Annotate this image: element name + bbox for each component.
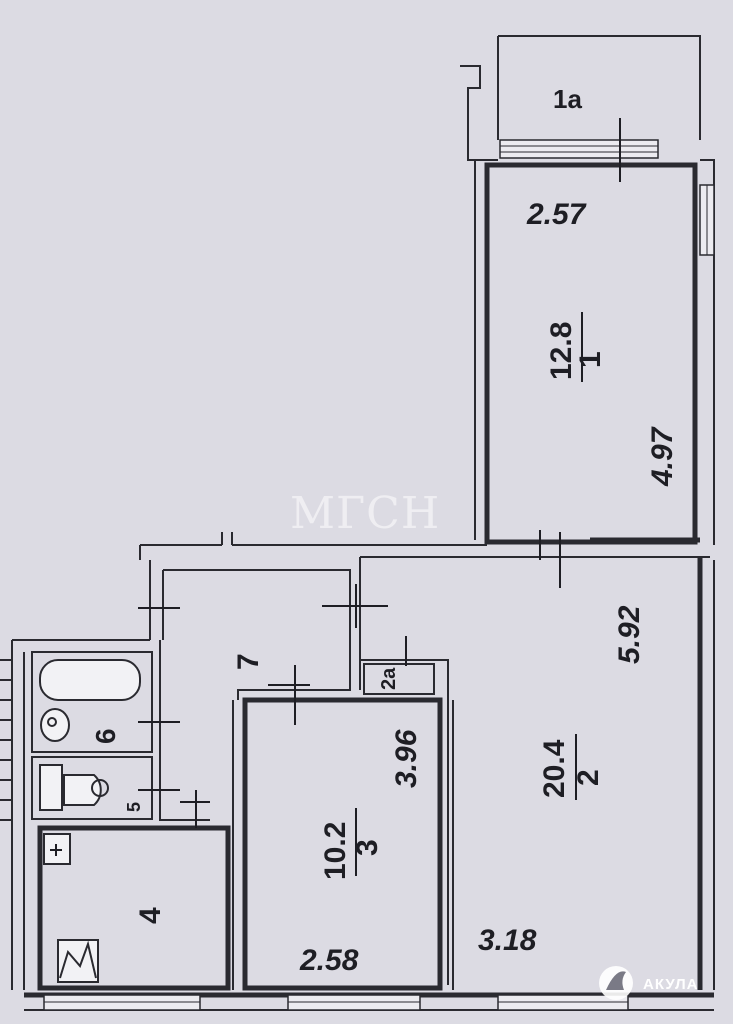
balcony-side-wall (460, 65, 498, 161)
toilet-tank-icon (39, 764, 63, 811)
door-marks (138, 118, 621, 828)
room-2-width: 3.18 (478, 924, 537, 957)
bathroom-walls (31, 651, 153, 753)
room-4-number: 4 (134, 907, 167, 924)
balcony-outline (497, 35, 701, 140)
room-1a-number: 1а (553, 84, 582, 114)
bathtub-icon (39, 659, 141, 701)
room-1-outer-walls (474, 159, 715, 545)
closet-2a-number: 2а (378, 667, 400, 690)
room-3-area: 10.2 (319, 822, 352, 880)
room-6-number: 6 (90, 728, 121, 744)
watermark: МГСН (290, 488, 440, 539)
left-outer-wall (11, 639, 150, 990)
room-1-area: 12.8 (545, 322, 578, 380)
kitchen-walls (37, 825, 231, 991)
room-1-number: 1 (574, 351, 607, 368)
fixtures (39, 659, 141, 983)
windows (43, 184, 715, 1011)
room-1-length: 4.97 (646, 426, 679, 487)
room-2-number: 2 (572, 769, 605, 786)
room-3-walls (242, 697, 443, 991)
toilet-icon (63, 774, 102, 806)
room-5-number: 5 (124, 802, 144, 812)
corridor-wall-stubs (139, 532, 233, 560)
room-2-length: 5.92 (613, 605, 646, 664)
room-2-area: 20.4 (538, 739, 571, 798)
brand-name: АКУЛА (643, 976, 698, 993)
room-1-width: 2.57 (526, 198, 587, 231)
room-3-number: 3 (351, 839, 384, 856)
wc-walls (31, 756, 153, 820)
brand-badge: АКУЛА (599, 966, 698, 1000)
room-7-number: 7 (232, 653, 265, 670)
hall-left-wall (159, 570, 210, 821)
room-3-length: 3.96 (390, 729, 423, 788)
room-2-inner-wall (359, 557, 449, 985)
balcony-window (499, 139, 659, 159)
closet-2a-walls (363, 663, 435, 695)
hall-walls (163, 569, 351, 700)
room-labels: 1а 2.57 1 12.8 4.97 5.92 2 20.4 3.18 2а … (90, 84, 679, 977)
room-3-width: 2.58 (299, 944, 359, 977)
